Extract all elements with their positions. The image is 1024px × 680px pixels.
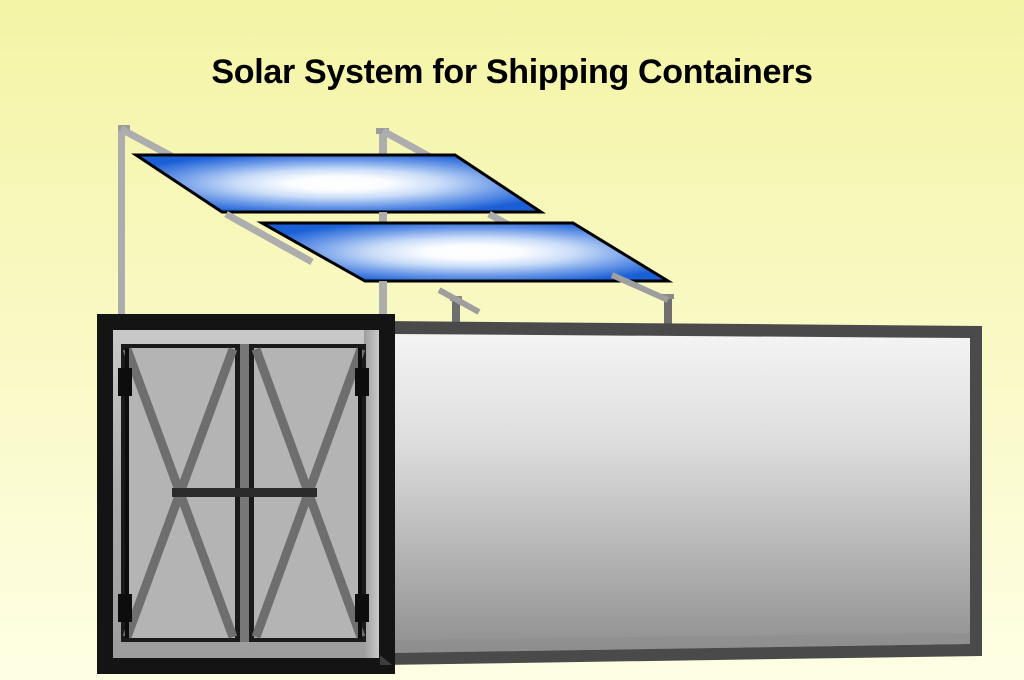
container-corner-block xyxy=(380,655,392,665)
mount-post-center-lower xyxy=(379,281,387,333)
door-hinge-left-top[interactable] xyxy=(118,368,132,396)
mount-brace-foot-right xyxy=(610,272,670,303)
container-door-frame-outline xyxy=(97,314,395,674)
page-title: Solar System for Shipping Containers xyxy=(211,53,813,91)
mount-post-mid-short xyxy=(452,296,460,332)
container-door-right-top-rail xyxy=(254,344,366,348)
door-hinge-left-bottom[interactable] xyxy=(118,594,132,622)
mount-post-left-mid xyxy=(118,212,125,228)
mount-post-right-short-cap xyxy=(662,294,674,299)
container-door-right-bevel xyxy=(364,330,379,658)
door-hinge-right-bottom[interactable] xyxy=(355,594,369,622)
container-door-left-bottom-rail xyxy=(125,638,239,642)
solar-panel-lower[interactable] xyxy=(256,221,674,283)
door-locking-rod-left xyxy=(125,348,129,638)
mount-brace-foot-center xyxy=(437,287,481,315)
container-door-right-bottom-rail xyxy=(254,638,366,642)
solar-mount-structure-front xyxy=(118,228,674,333)
solar-panel-upper-face xyxy=(131,153,546,214)
mount-post-left-lower xyxy=(118,228,125,333)
mount-post-right-short xyxy=(664,294,672,332)
door-mid-bar xyxy=(172,488,317,497)
door-locking-rod-right xyxy=(358,348,362,638)
mount-post-center-mid xyxy=(379,212,387,228)
door-hinge-right-top[interactable] xyxy=(355,368,369,396)
container-door-left-top-rail xyxy=(125,344,239,348)
container-door-end[interactable] xyxy=(97,314,395,674)
mount-brace-lower-left xyxy=(224,210,314,266)
solar-panel-upper[interactable] xyxy=(130,150,550,220)
solar-panel-lower-face xyxy=(256,221,674,283)
container-side[interactable] xyxy=(380,321,982,665)
container-side-face xyxy=(392,334,970,653)
container-side-bottom-shadow xyxy=(392,633,970,653)
mount-post-center-cap xyxy=(376,128,389,134)
